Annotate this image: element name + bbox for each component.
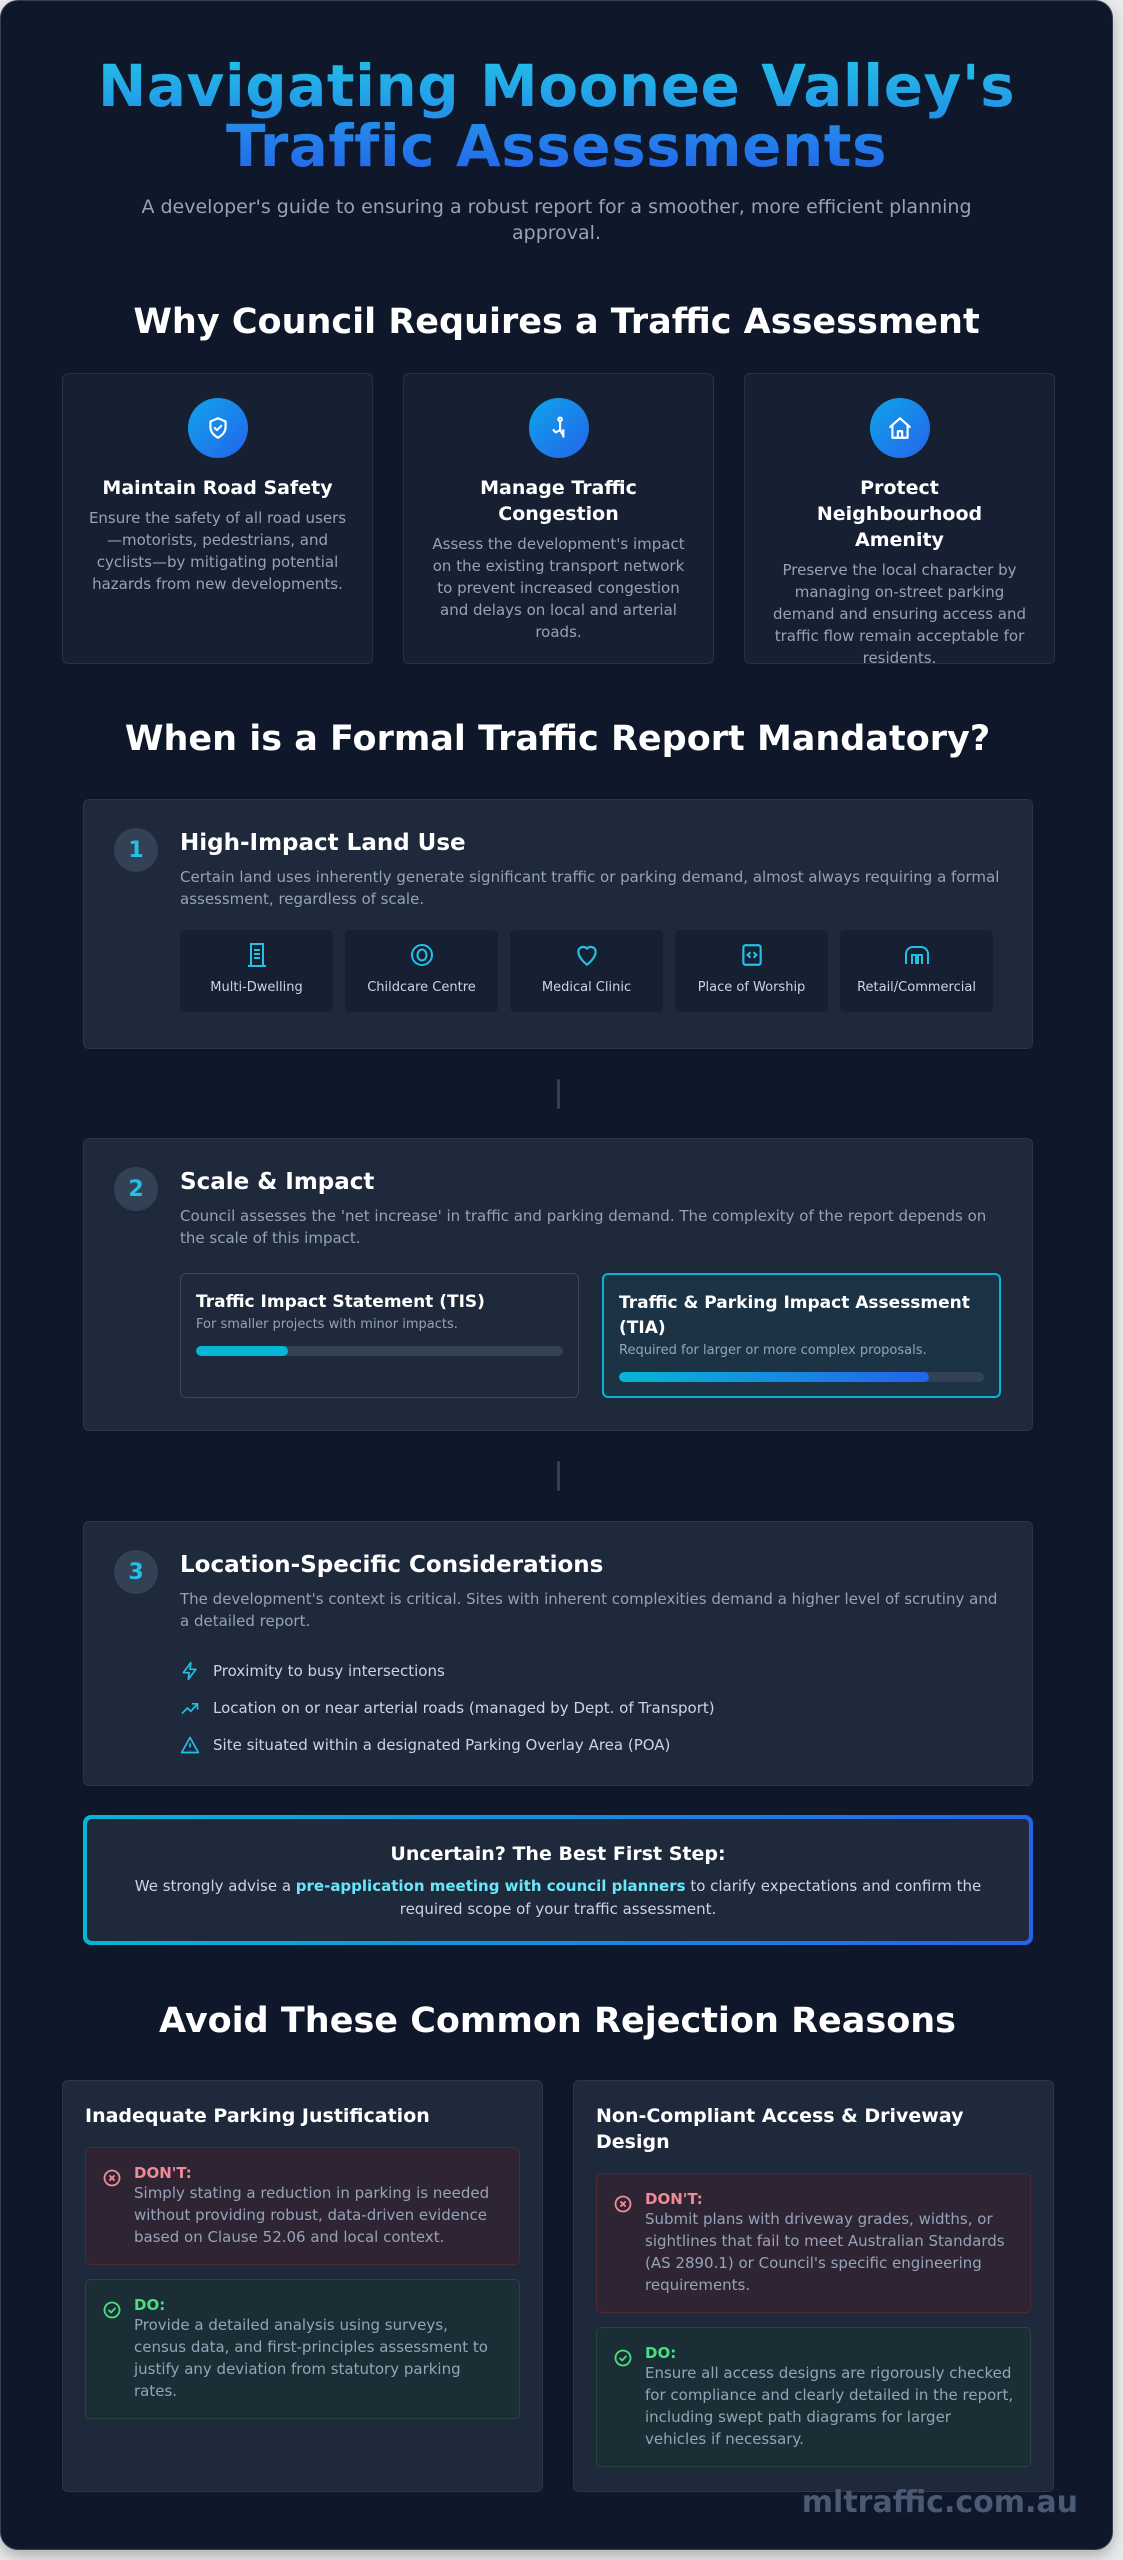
why-card-text: Preserve the local character by managing…	[772, 561, 1027, 667]
location-factor-label: Proximity to busy intersections	[213, 1661, 445, 1680]
why-card-congestion: Manage Traffic Congestion Assess the dev…	[403, 373, 714, 664]
brand-watermark: mltraffic.com.au	[801, 2485, 1078, 2520]
mandatory-section-title: When is a Formal Traffic Report Mandator…	[124, 719, 991, 759]
x-circle-icon	[614, 2195, 632, 2213]
dont-label: DON'T:	[645, 2190, 703, 2208]
store-icon	[904, 946, 929, 964]
land-use-childcare: Childcare Centre	[345, 930, 498, 1012]
land-use-label: Multi-Dwelling	[210, 980, 303, 995]
report-tis: Traffic Impact Statement (TIS) For small…	[180, 1273, 579, 1398]
why-card-title: Protect Neighbourhood Amenity	[816, 477, 983, 551]
title-line-2: Traffic Assessments	[226, 112, 887, 180]
warning-triangle-icon	[180, 1736, 200, 1753]
land-use-retail: Retail/Commercial	[840, 930, 993, 1012]
dont-text: Simply stating a reduction in parking is…	[134, 2184, 490, 2246]
location-factor: Site situated within a designated Parkin…	[180, 1726, 1002, 1763]
shield-check-icon	[187, 398, 248, 458]
land-use-multi-dwelling: Multi-Dwelling	[180, 930, 333, 1012]
why-card-amenity: Protect Neighbourhood Amenity Preserve t…	[744, 373, 1055, 667]
trending-up-icon	[181, 1702, 199, 1714]
check-circle-icon	[614, 2349, 632, 2367]
report-description: Required for larger or more complex prop…	[619, 1343, 927, 1358]
hero: Navigating Moonee Valley's Traffic Asses…	[1, 1, 1112, 342]
location-factor: Location on or near arterial roads (mana…	[180, 1689, 1002, 1726]
do-label: DO:	[134, 2296, 166, 2314]
step-card-land-use: 1 High-Impact Land Use Certain land uses…	[83, 799, 1033, 1049]
check-circle-icon	[103, 2301, 121, 2319]
do-box: DO: Ensure all access designs are rigoro…	[596, 2327, 1031, 2467]
dont-label: DON'T:	[134, 2164, 192, 2182]
location-factor-label: Location on or near arterial roads (mana…	[213, 1698, 715, 1717]
land-use-label: Retail/Commercial	[857, 980, 976, 995]
location-factor-label: Site situated within a designated Parkin…	[213, 1735, 671, 1754]
x-circle-icon	[103, 2169, 121, 2187]
step-number-badge: 3	[114, 1550, 158, 1594]
report-title: Traffic Impact Statement (TIS)	[196, 1292, 485, 1312]
step-card-scale-impact: 2 Scale & Impact Council assesses the 'n…	[83, 1138, 1033, 1431]
why-card-title: Manage Traffic Congestion	[480, 477, 637, 525]
step-connector	[557, 1079, 560, 1109]
title-line-1: Navigating Moonee Valley's	[97, 52, 1016, 120]
best-first-step-callout: Uncertain? The Best First Step: We stron…	[83, 1815, 1033, 1945]
report-types: Traffic Impact Statement (TIS) For small…	[180, 1273, 1002, 1398]
land-use-label: Childcare Centre	[367, 980, 476, 995]
land-use-medical: Medical Clinic	[510, 930, 663, 1012]
step-description: Council assesses the 'net increase' in t…	[180, 1207, 987, 1247]
code-square-icon	[741, 944, 762, 966]
do-text: Ensure all access designs are rigorously…	[645, 2364, 1014, 2448]
rejections-section-title: Avoid These Common Rejection Reasons	[158, 2001, 957, 2041]
do-label: DO:	[645, 2344, 677, 2362]
land-use-label: Medical Clinic	[541, 980, 632, 995]
step-number-badge: 1	[114, 828, 158, 872]
callout-highlight: pre-application meeting with council pla…	[295, 1877, 686, 1895]
report-scale-fill	[619, 1372, 930, 1382]
callout-title: Uncertain? The Best First Step:	[390, 1843, 726, 1865]
heart-icon	[576, 945, 597, 966]
building-icon	[247, 943, 266, 967]
step-description: Certain land uses inherently generate si…	[180, 868, 1000, 908]
land-use-worship: Place of Worship	[675, 930, 828, 1012]
rejection-title: Inadequate Parking Justification	[85, 2105, 430, 2127]
report-tia: Traffic & Parking Impact Assessment (TIA…	[602, 1273, 1001, 1398]
step-title: Location-Specific Considerations	[180, 1552, 604, 1578]
step-title: Scale & Impact	[180, 1169, 375, 1195]
why-card-title: Maintain Road Safety	[102, 477, 333, 499]
why-card-safety: Maintain Road Safety Ensure the safety o…	[62, 373, 373, 664]
do-box: DO: Provide a detailed analysis using su…	[85, 2279, 520, 2419]
report-scale-bar	[196, 1346, 563, 1356]
page-title: Navigating Moonee Valley's Traffic Asses…	[1, 56, 1112, 176]
why-card-text: Assess the development's impact on the e…	[432, 535, 685, 641]
report-description: For smaller projects with minor impacts.	[196, 1317, 458, 1332]
dont-box: DON'T: Simply stating a reduction in par…	[85, 2147, 520, 2265]
lightning-icon	[182, 1661, 197, 1680]
location-factor: Proximity to busy intersections	[180, 1652, 1002, 1689]
report-scale-fill	[196, 1346, 288, 1356]
why-card-text: Ensure the safety of all road users—moto…	[88, 509, 347, 593]
step-description: The development's context is critical. S…	[180, 1590, 998, 1630]
step-connector	[557, 1461, 560, 1491]
person-walking-icon	[528, 398, 589, 458]
rejection-card-parking: Inadequate Parking Justification DON'T: …	[62, 2080, 543, 2492]
land-use-label: Place of Worship	[697, 980, 806, 995]
step-card-location: 3 Location-Specific Considerations The d…	[83, 1521, 1033, 1786]
do-text: Provide a detailed analysis using survey…	[134, 2316, 488, 2400]
why-cards: Maintain Road Safety Ensure the safety o…	[62, 373, 1055, 667]
circle-target-icon	[410, 944, 433, 966]
dont-box: DON'T: Submit plans with driveway grades…	[596, 2173, 1031, 2313]
why-section-title: Why Council Requires a Traffic Assessmen…	[133, 302, 980, 342]
step-title: High-Impact Land Use	[180, 830, 466, 856]
step-number-badge: 2	[114, 1167, 158, 1211]
callout-text: We strongly advise a pre-application mee…	[134, 1877, 982, 1918]
page-subtitle: A developer's guide to ensuring a robust…	[141, 196, 972, 244]
report-scale-bar	[619, 1372, 984, 1382]
location-factors: Proximity to busy intersections Location…	[180, 1652, 1002, 1763]
rejection-title: Non-Compliant Access & Driveway Design	[596, 2105, 964, 2153]
rejection-card-access: Non-Compliant Access & Driveway Design D…	[573, 2080, 1054, 2492]
report-title: Traffic & Parking Impact Assessment (TIA…	[619, 1293, 970, 1338]
land-use-list: Multi-Dwelling Childcare Centre Medical …	[180, 930, 1002, 1012]
house-icon	[869, 398, 930, 458]
dont-text: Submit plans with driveway grades, width…	[645, 2210, 1005, 2294]
